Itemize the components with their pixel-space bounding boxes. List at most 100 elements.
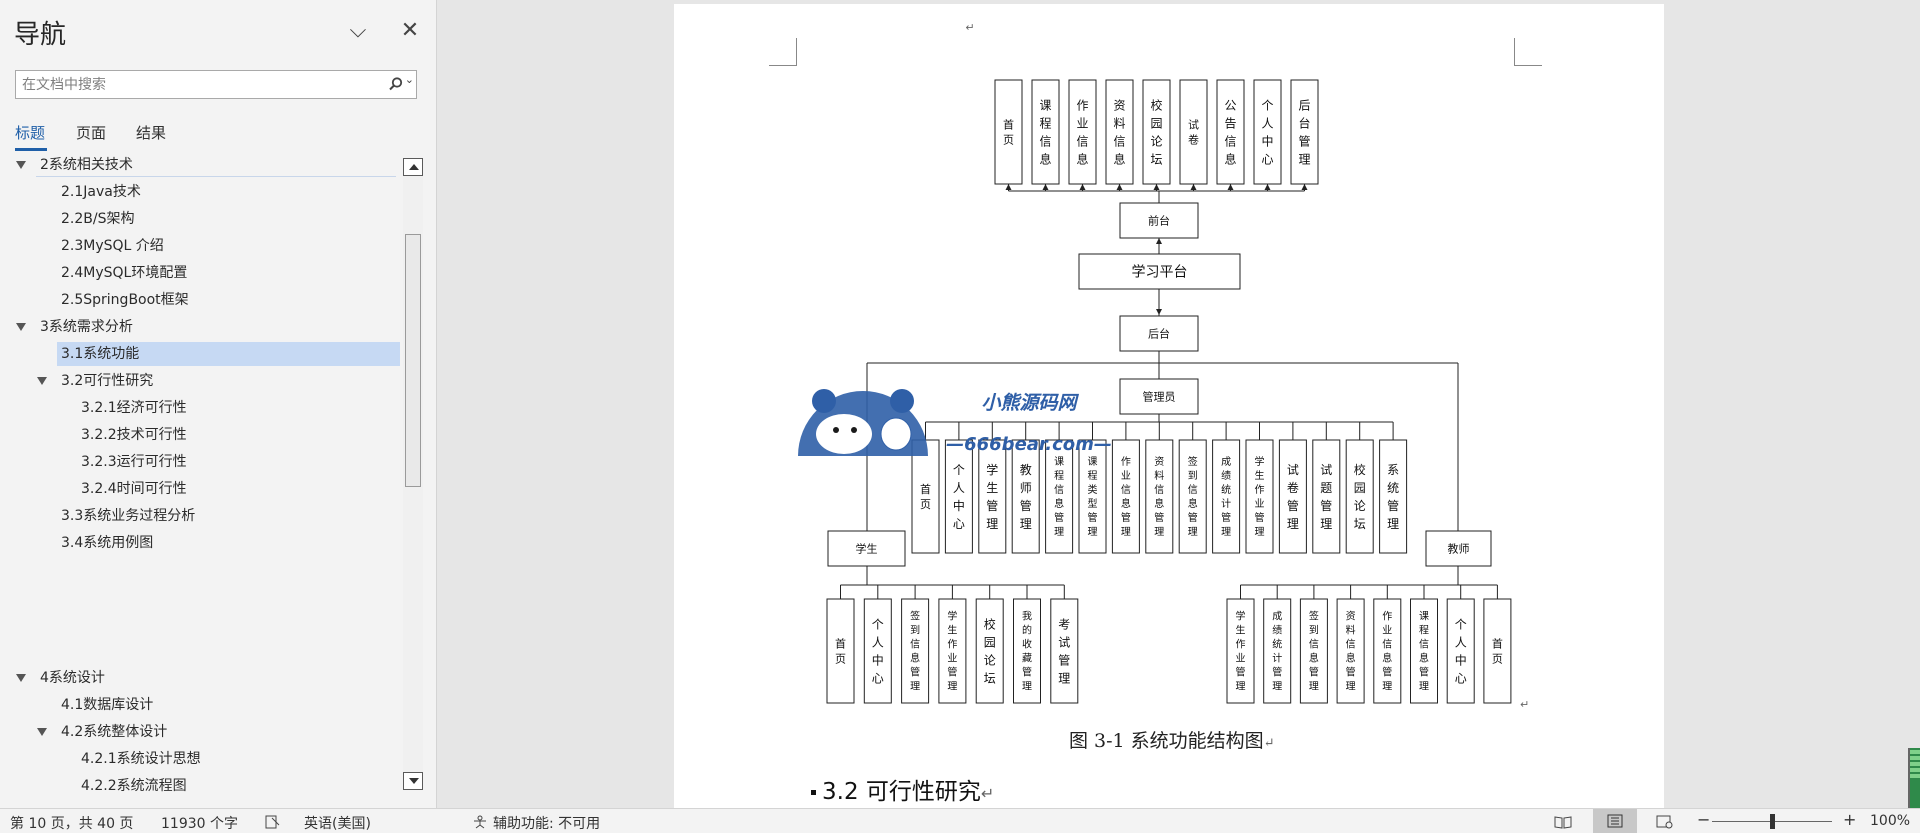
front-module-box [994,79,1023,185]
read-mode-icon[interactable] [1554,815,1572,829]
front-module-label: 公告信息 [1224,98,1236,166]
tree-item[interactable]: 2.1Java技术 [57,180,149,204]
nav-options-chevron-icon[interactable]: ⌵ [349,18,367,43]
tree-item-label: 3.1系统功能 [61,346,140,362]
admin-module-box [1145,439,1174,554]
admin-module-label: 作业信息管理 [1121,456,1131,538]
arrow-head [1005,184,1012,190]
tree-item-label: 3.2.1经济可行性 [81,400,187,416]
student-module-label: 学生作业管理 [947,610,957,693]
admin-module-box [1278,439,1307,554]
admin-module-label: 学生作业管理 [1255,455,1265,538]
print-layout-button[interactable] [1593,809,1637,833]
tree-item[interactable]: 4.2.1系统设计思想 [77,747,209,771]
tab-pages[interactable]: 页面 [76,124,107,142]
admin-module-box [1178,439,1207,554]
search-input[interactable] [22,74,382,95]
tree-item[interactable]: 3系统需求分析 [16,315,141,339]
tree-item[interactable]: 3.2可行性研究 [37,369,161,393]
scroll-up-arrow-icon[interactable] [403,158,423,176]
tree-item[interactable]: 2.2B/S架构 [57,207,142,231]
zoom-slider-thumb[interactable] [1770,814,1775,829]
tree-item[interactable]: 3.4系统用例图 [57,531,161,555]
student-module-label: 个人中心 [872,617,884,685]
arrow-head [1156,238,1162,244]
student-node-label: 学生 [856,541,878,555]
tree-item[interactable]: 2.4MySQL环境配置 [57,261,195,285]
zoom-out-button[interactable]: − [1697,810,1711,829]
tree-item-label: 2.4MySQL环境配置 [61,265,188,281]
paragraph-mark: ↵ [965,21,974,34]
front-module-label: 资料信息 [1113,98,1125,166]
teacher-module-label: 资料信息管理 [1346,611,1356,693]
tree-item[interactable]: 4.1数据库设计 [57,693,161,717]
tree-item-label: 4系统设计 [40,670,105,686]
tab-headings[interactable]: 标题 [15,124,46,142]
navigation-pane: 导航 ⌵ ✕ ⌄ 标题 页面 结果 2系统相关技术2.1Java技术2.2B/S… [0,0,437,808]
document-page[interactable]: ↵↵首页课程信息作业信息资料信息校园论坛试卷公告信息个人中心后台管理前台学习平台… [674,4,1664,808]
tree-item-label: 3.2.4时间可行性 [81,481,187,497]
tree-item[interactable]: 3.2.1经济可行性 [77,396,195,420]
tree-item[interactable]: 3.2.3运行可行性 [77,450,195,474]
tree-item-label: 2.2B/S架构 [61,211,135,227]
tree-item[interactable]: 3.3系统业务过程分析 [57,504,203,528]
tree-item-label: 4.2.1系统设计思想 [81,751,201,767]
tree-item[interactable]: 4.2系统整体设计 [37,720,175,744]
word-count[interactable]: 11930 个字 [161,816,238,832]
front-module-box [1179,79,1208,185]
front-module-box [1068,79,1097,185]
admin-module-box [1345,439,1374,554]
admin-module-label: 试题管理 [1320,462,1332,531]
expand-triangle-icon[interactable] [16,323,26,331]
tree-item[interactable]: 2.5SpringBoot框架 [57,288,197,312]
admin-module-label: 校园论坛 [1354,462,1366,531]
tree-item[interactable]: 4.2.2系统流程图 [77,774,195,793]
teacher-module-box [1263,598,1292,704]
watermark-url: —666bear.com— [946,434,1112,455]
proofing-icon[interactable] [265,815,281,829]
tree-scrollbar[interactable] [403,158,423,790]
heading-bullet [811,790,816,795]
expand-triangle-icon[interactable] [16,161,26,169]
admin-module-box [1379,439,1408,554]
web-layout-icon[interactable] [1656,815,1674,829]
expand-triangle-icon[interactable] [37,728,47,736]
admin-module-box [944,439,973,554]
arrow-head [1301,184,1308,190]
admin-module-label: 课程信息管理 [1054,456,1064,538]
front-module-label: 校园论坛 [1150,97,1162,166]
zoom-in-button[interactable]: + [1843,810,1857,829]
tree-item[interactable]: 4系统设计 [16,666,113,690]
tab-results[interactable]: 结果 [136,124,167,142]
tree-item[interactable]: 3.2.2技术可行性 [77,423,195,447]
tree-item[interactable]: 3.1系统功能 [57,342,400,366]
zoom-level[interactable]: 100% [1870,813,1911,829]
search-icon[interactable] [388,76,404,92]
teacher-module-label: 课程信息管理 [1419,611,1429,693]
tree-item-label: 3.4系统用例图 [61,535,154,551]
expand-triangle-icon[interactable] [16,674,26,682]
accessibility-status[interactable]: 辅助功能: 不可用 [493,816,601,832]
bear-eye-icon [851,427,857,433]
student-module-box [1013,598,1041,704]
admin-module-box [978,439,1007,554]
tree-item[interactable]: 2系统相关技术 [16,153,396,177]
scroll-down-arrow-icon[interactable] [403,772,423,790]
language-indicator[interactable]: 英语(美国) [304,816,371,832]
arrow-head [1190,184,1197,190]
expand-triangle-icon[interactable] [37,377,47,385]
teacher-module-label: 个人中心 [1455,617,1467,685]
nav-close-icon[interactable]: ✕ [400,18,420,43]
tree-item[interactable]: 3.2.4时间可行性 [77,477,195,501]
tree-item-label: 4.2系统整体设计 [61,724,168,740]
search-options-chevron-icon[interactable]: ⌄ [404,73,414,86]
page-count[interactable]: 第 10 页，共 40 页 [10,816,134,832]
admin-node-box [1119,378,1199,415]
platform-node-label: 学习平台 [1132,265,1188,281]
scrollbar-thumb[interactable] [405,234,421,487]
accessibility-icon[interactable] [472,815,488,829]
back-node-box [1119,315,1199,352]
tree-item[interactable]: 2.3MySQL 介绍 [57,234,172,258]
teacher-module-box [1299,598,1328,704]
arrow-head [1116,184,1123,190]
